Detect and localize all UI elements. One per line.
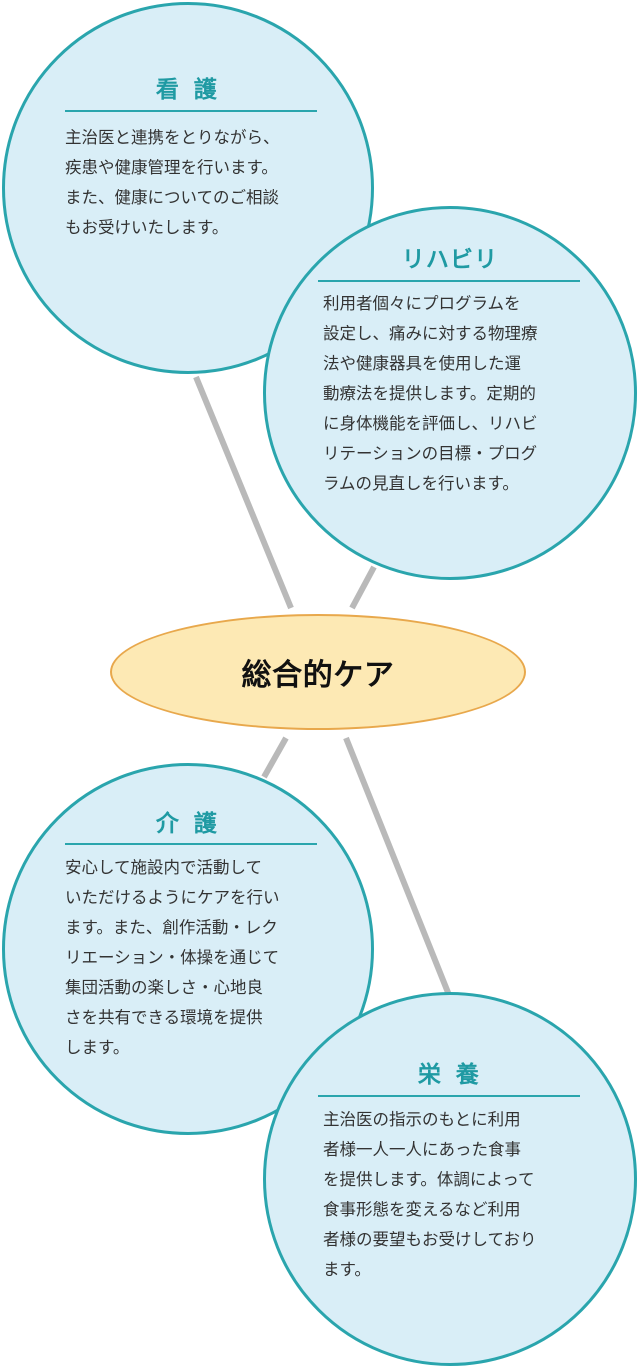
bubble-nursing: 看 護 主治医と連携をとりながら、 疾患や健康管理を行います。 また、健康につい… bbox=[2, 2, 374, 374]
text-line: を提供します。体調によって bbox=[323, 1170, 535, 1189]
text-line: また、健康についてのご相談 bbox=[65, 188, 280, 207]
text-line: 者様一人一人にあった食事 bbox=[323, 1140, 521, 1159]
text-line: リエーション・体操を通じて bbox=[65, 948, 280, 967]
text-line: いただけるようにケアを行い bbox=[65, 888, 280, 907]
text-line: 疾患や健康管理を行います。 bbox=[65, 158, 278, 177]
text-line: 集団活動の楽しさ・心地良 bbox=[65, 978, 263, 997]
text-line: に身体機能を評価し、リハビ bbox=[323, 414, 538, 433]
text-line: さを共有できる環境を提供 bbox=[65, 1008, 263, 1027]
text-line: 設定し、痛みに対する物理療 bbox=[323, 324, 538, 343]
title-divider bbox=[65, 843, 317, 845]
text-line: 食事形態を変えるなど利用 bbox=[323, 1200, 521, 1219]
title-divider bbox=[318, 280, 580, 282]
bubble-text-nutrition: 主治医の指示のもとに利用 者様一人一人にあった食事 を提供します。体調によって … bbox=[323, 1105, 585, 1285]
text-line: 者様の要望もお受けしており bbox=[323, 1230, 537, 1249]
bubble-title-care: 介 護 bbox=[155, 811, 221, 837]
bubble-nutrition: 栄 養 主治医の指示のもとに利用 者様一人一人にあった食事 を提供します。体調に… bbox=[263, 992, 637, 1366]
title-divider bbox=[65, 110, 317, 112]
bubble-title-nursing: 看 護 bbox=[155, 77, 221, 103]
text-line: 利用者個々にプログラムを bbox=[323, 294, 521, 313]
center-ellipse-comprehensive-care: 総合的ケア bbox=[110, 614, 526, 730]
text-line: 主治医と連携をとりながら、 bbox=[65, 128, 280, 147]
bubble-rehabilitation: リハビリ 利用者個々にプログラムを 設定し、痛みに対する物理療 法や健康器具を使… bbox=[263, 206, 637, 580]
text-line: もお受けいたします。 bbox=[65, 218, 229, 237]
center-label: 総合的ケア bbox=[241, 658, 395, 693]
text-line: ます。また、創作活動・レク bbox=[65, 918, 278, 937]
bubble-text-nursing: 主治医と連携をとりながら、 疾患や健康管理を行います。 また、健康についてのご相… bbox=[65, 123, 323, 243]
text-line: 主治医の指示のもとに利用 bbox=[323, 1110, 521, 1129]
text-line: ます。 bbox=[323, 1260, 371, 1279]
bubble-title-rehabilitation: リハビリ bbox=[401, 247, 499, 273]
connector-kaigo bbox=[261, 736, 289, 779]
connector-rehab bbox=[349, 565, 377, 610]
connector-kango bbox=[193, 375, 294, 610]
connector-eiyo bbox=[343, 736, 452, 997]
text-line: 安心して施設内で活動して bbox=[65, 858, 263, 877]
text-line: します。 bbox=[65, 1038, 130, 1057]
bubble-text-care: 安心して施設内で活動して いただけるようにケアを行い ます。また、創作活動・レク… bbox=[65, 853, 323, 1063]
text-line: 法や健康器具を使用した運 bbox=[323, 354, 521, 373]
text-line: リテーションの目標・プログ bbox=[323, 444, 538, 463]
bubble-text-rehabilitation: 利用者個々にプログラムを 設定し、痛みに対する物理療 法や健康器具を使用した運 … bbox=[323, 289, 585, 499]
text-line: ラムの見直しを行います。 bbox=[323, 474, 519, 493]
text-line: 動療法を提供します。定期的 bbox=[323, 384, 536, 403]
title-divider bbox=[318, 1095, 580, 1097]
bubble-title-nutrition: 栄 養 bbox=[417, 1062, 483, 1088]
